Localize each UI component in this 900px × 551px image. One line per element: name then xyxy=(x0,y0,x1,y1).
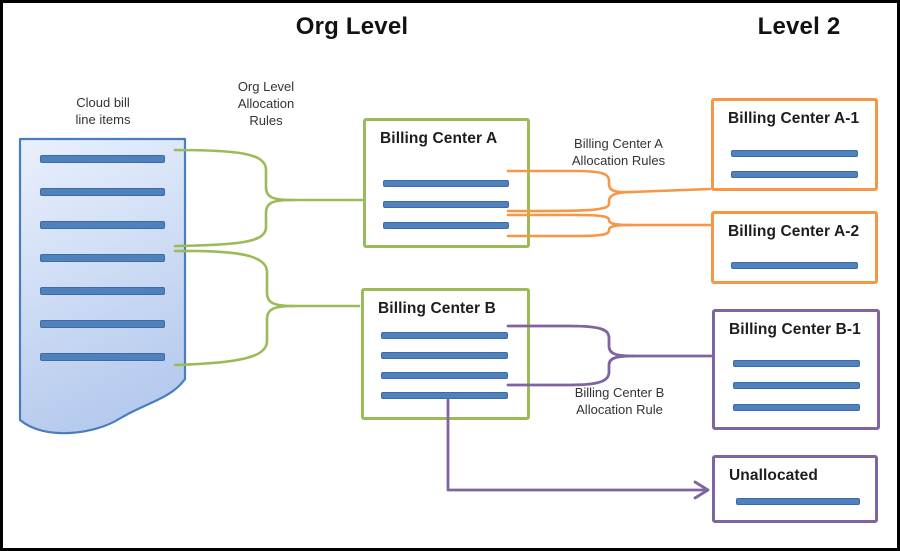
cloud-bill-label: Cloud bill line items xyxy=(75,95,131,128)
line-item-bar xyxy=(731,150,858,157)
line-item-bar xyxy=(40,287,165,295)
unallocated-box: Unallocated xyxy=(712,455,878,523)
line-item-bar xyxy=(383,222,509,229)
billing-center-a2-lines xyxy=(731,262,858,269)
line-item-bar xyxy=(733,360,860,367)
connector-doc-to-center-a xyxy=(173,148,364,248)
line-item-bar xyxy=(381,372,508,379)
billing-center-b-box: Billing Center B xyxy=(361,288,530,420)
billing-center-b1-box: Billing Center B-1 xyxy=(712,309,880,430)
level-2-header: Level 2 xyxy=(757,13,841,40)
line-item-bar xyxy=(383,180,509,187)
line-item-bar xyxy=(40,221,165,229)
unallocated-title: Unallocated xyxy=(729,467,818,484)
billing-center-a2-title: Billing Center A-2 xyxy=(728,223,860,240)
connector-doc-to-center-b xyxy=(173,249,361,367)
line-item-bar xyxy=(731,262,858,269)
arrowhead xyxy=(693,480,710,500)
billing-center-b-lines xyxy=(381,332,508,399)
org-level-header: Org Level xyxy=(295,13,409,40)
line-item-bar xyxy=(40,155,165,163)
line-item-bar xyxy=(40,188,165,196)
center-a-allocation-rules-label: Billing Center A Allocation Rules xyxy=(571,136,666,169)
center-b-allocation-rule-label: Billing Center B Allocation Rule xyxy=(574,385,665,418)
line-item-bar xyxy=(40,353,165,361)
billing-center-a-title: Billing Center A xyxy=(380,130,498,147)
line-item-bar xyxy=(40,320,165,328)
billing-center-a-lines xyxy=(383,180,509,229)
document-line-items xyxy=(40,155,165,361)
line-item-bar xyxy=(381,392,508,399)
line-item-bar xyxy=(736,498,860,505)
line-item-bar xyxy=(381,352,508,359)
line-item-bar xyxy=(383,201,509,208)
billing-center-a-box: Billing Center A xyxy=(363,118,530,248)
billing-center-b1-lines xyxy=(733,360,860,411)
billing-center-a1-lines xyxy=(731,150,858,178)
connector-center-a-to-a2 xyxy=(506,213,712,238)
billing-center-a1-title: Billing Center A-1 xyxy=(728,110,860,127)
org-allocation-rules-label: Org Level Allocation Rules xyxy=(237,79,295,129)
line-item-bar xyxy=(381,332,508,339)
line-item-bar xyxy=(731,171,858,178)
line-item-bar xyxy=(40,254,165,262)
billing-center-a1-box: Billing Center A-1 xyxy=(711,98,878,191)
billing-center-a2-box: Billing Center A-2 xyxy=(711,211,878,284)
line-item-bar xyxy=(733,382,860,389)
line-item-bar xyxy=(733,404,860,411)
billing-center-b1-title: Billing Center B-1 xyxy=(729,321,861,338)
unallocated-lines xyxy=(736,498,860,505)
billing-center-b-title: Billing Center B xyxy=(378,300,496,317)
connector-center-a-to-a1 xyxy=(506,169,712,213)
connector-center-b-to-b1 xyxy=(506,324,713,387)
